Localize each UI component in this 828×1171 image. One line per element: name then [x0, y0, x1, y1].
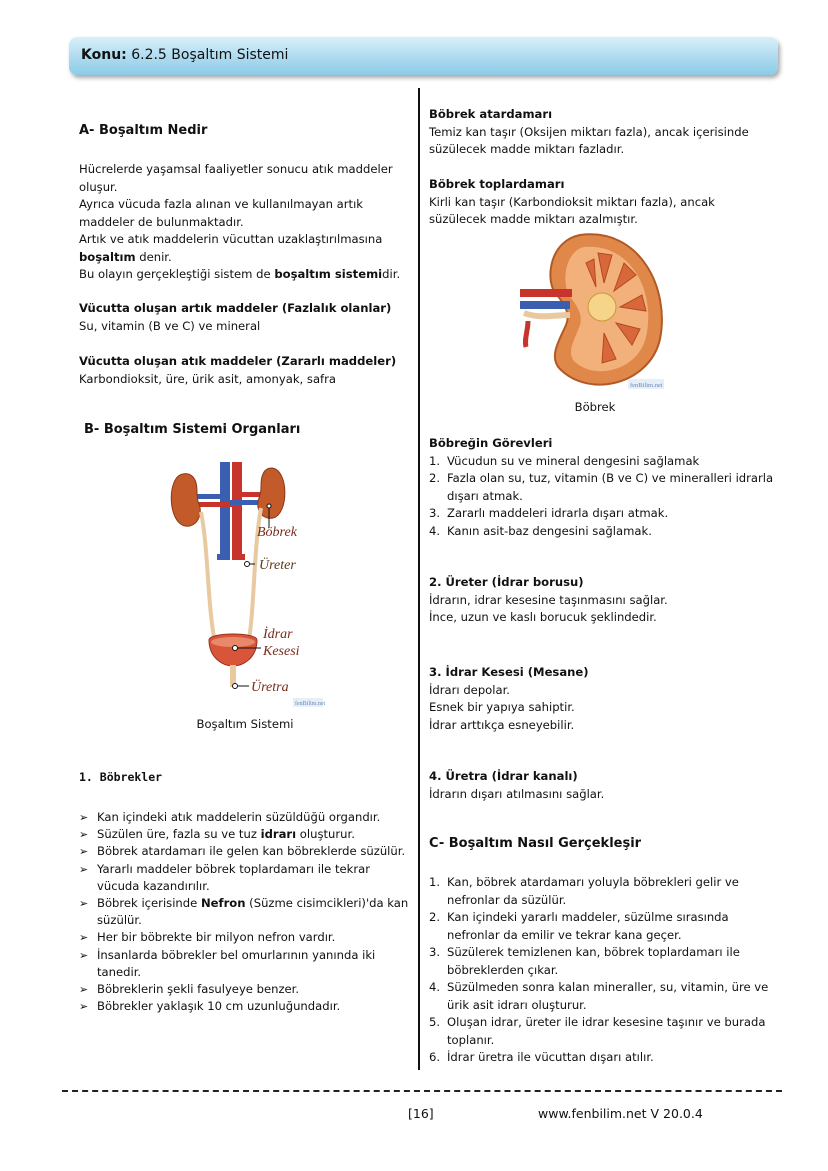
atik-block: Vücutta oluşan atık maddeler (Zararlı ma… — [79, 353, 396, 388]
section-b-heading: B- Boşaltım Sistemi Organları — [84, 422, 301, 437]
kidneys-list: Kan içindeki atık maddelerin süzüldüğü o… — [79, 809, 409, 1016]
label-ureter: Üreter — [259, 556, 296, 573]
kidneys-list-wrap: Kan içindeki atık maddelerin süzüldüğü o… — [79, 809, 409, 1016]
list-item: Böbrekler yaklaşık 10 cm uzunluğundadır. — [79, 998, 409, 1015]
list-item: 3.Süzülerek temizlenen kan, böbrek topla… — [429, 945, 740, 977]
text-line: İnce, uzun ve kaslı borucuk şeklindedir. — [429, 610, 657, 624]
list-item: Kan içindeki atık maddelerin süzüldüğü o… — [79, 809, 409, 826]
steps-block: 1.Kan, böbrek atardamarı yoluyla böbrekl… — [429, 874, 769, 1067]
label-idrar: İdrar — [262, 626, 293, 642]
figure-caption-bosaltim: Boşaltım Sistemi — [196, 717, 294, 731]
footer-url: www.fenbilim.net — [538, 1106, 647, 1121]
topic-header-bar: Konu: 6.2.5 Boşaltım Sistemi — [69, 37, 778, 75]
label-uretra: Üretra — [251, 678, 289, 695]
ureter-heading: 2. Üreter (İdrar borusu) — [429, 575, 584, 589]
paragraph: Artık ve atık maddelerin vücuttan uzakla… — [79, 232, 383, 264]
artik-block: Vücutta oluşan artık maddeler (Fazlalık … — [79, 300, 391, 335]
bladder-block: 3. İdrar Kesesi (Mesane) İdrarı depolar.… — [429, 664, 774, 734]
artery-text: Temiz kan taşır (Oksijen miktarı fazla),… — [429, 124, 749, 157]
footer-site: www.fenbilim.net V 20.0.4 — [538, 1106, 703, 1121]
list-item: Yararlı maddeler böbrek toplardamarı ile… — [79, 861, 409, 895]
urethra-lines: İdrarın dışarı atılmasını sağlar. — [429, 786, 774, 804]
figure-caption-bobrek: Böbrek — [574, 400, 616, 414]
list-item: Her bir böbrekte bir milyon nefron vardı… — [79, 929, 409, 946]
list-item: İnsanlarda böbrekler bel omurlarının yan… — [79, 947, 409, 981]
list-item: 6.İdrar üretra ile vücuttan dışarı atılı… — [429, 1050, 654, 1064]
list-item: Süzülen üre, fazla su ve tuz idrarı oluş… — [79, 826, 409, 843]
urinary-system-illustration: Böbrek Üreter İdrar Kesesi Üretra fenBil… — [170, 462, 325, 707]
list-item: 1.Kan, böbrek atardamarı yoluyla böbrekl… — [429, 875, 739, 907]
topic-label: Konu: — [81, 47, 127, 63]
list-item: 2.Kan içindeki yararlı maddeler, süzülme… — [429, 910, 729, 942]
vein-text: Kirli kan taşır (Karbondioksit miktarı f… — [429, 194, 715, 227]
urethra-block: 4. Üretra (İdrar kanalı) İdrarın dışarı … — [429, 768, 774, 803]
vein-heading: Böbrek toplardamarı — [429, 177, 565, 191]
text-line: İdrarın, idrar kesesine taşınmasını sağl… — [429, 592, 668, 607]
artery-heading: Böbrek atardamarı — [429, 107, 553, 121]
paragraph: Hücrelerde yaşamsal faaliyetler sonucu a… — [79, 162, 393, 194]
vein-block: Böbrek toplardamarı Kirli kan taşır (Kar… — [429, 176, 774, 229]
ureter-block: 2. Üreter (İdrar borusu) İdrarın, idrar … — [429, 574, 774, 627]
atik-text: Karbondioksit, üre, ürik asit, amonyak, … — [79, 371, 337, 386]
kidneys-heading: 1. Böbrekler — [79, 770, 163, 784]
column-divider — [418, 88, 420, 1070]
urethra-heading: 4. Üretra (İdrar kanalı) — [429, 769, 578, 783]
section-c-heading: C- Boşaltım Nasıl Gerçekleşir — [429, 836, 642, 851]
text-line: İdrar arttıkça esneyebilir. — [429, 717, 575, 732]
list-item: Böbreklerin şekli fasulyeye benzer. — [79, 981, 409, 998]
text-line: İdrarı depolar. — [429, 682, 510, 697]
list-item: 4.Süzülmeden sonra kalan mineraller, su,… — [429, 980, 769, 1012]
duties-heading: Böbreğin Görevleri — [429, 436, 553, 450]
footer-divider — [62, 1090, 782, 1092]
list-item: 2.Fazla olan su, tuz, vitamin (B ve C) v… — [429, 471, 774, 503]
bladder-heading: 3. İdrar Kesesi (Mesane) — [429, 665, 589, 679]
topic-title: 6.2.5 Boşaltım Sistemi — [131, 47, 289, 63]
artik-heading: Vücutta oluşan artık maddeler (Fazlalık … — [79, 301, 392, 315]
section-a-body: Hücrelerde yaşamsal faaliyetler sonucu a… — [79, 161, 404, 284]
artery-block: Böbrek atardamarı Temiz kan taşır (Oksij… — [429, 106, 774, 159]
kidney-cross-section-illustration: fenBilim.net — [520, 233, 664, 389]
duties-list: 1.Vücudun su ve mineral dengesini sağlam… — [429, 453, 774, 541]
list-item: 3.Zararlı maddeleri idrarla dışarı atmak… — [429, 506, 669, 520]
duties-block: Böbreğin Görevleri 1.Vücudun su ve miner… — [429, 435, 774, 540]
steps-list: 1.Kan, böbrek atardamarı yoluyla böbrekl… — [429, 874, 769, 1067]
kidney-watermark: fenBilim.net — [630, 382, 663, 389]
atik-heading: Vücutta oluşan atık maddeler (Zararlı ma… — [79, 354, 397, 368]
paragraph: Bu olayın gerçekleştiği sistem de boşalt… — [79, 267, 401, 281]
list-item: 5.Oluşan idrar, üreter ile idrar kesesin… — [429, 1015, 766, 1047]
section-a-heading: A- Boşaltım Nedir — [79, 123, 208, 138]
label-bobrek: Böbrek — [257, 525, 298, 540]
list-item: Böbrek içerisinde Nefron (Süzme cisimcik… — [79, 895, 409, 929]
paragraph: Ayrıca vücuda fazla alınan ve kullanılma… — [79, 197, 364, 229]
ureter-lines: İdrarın, idrar kesesine taşınmasını sağl… — [429, 592, 774, 627]
text-line: Esnek bir yapıya sahiptir. — [429, 700, 575, 714]
label-kesesi: Kesesi — [262, 644, 300, 659]
bladder-lines: İdrarı depolar. Esnek bir yapıya sahiptir… — [429, 682, 774, 735]
list-item: 1.Vücudun su ve mineral dengesini sağlam… — [429, 453, 700, 468]
artik-text: Su, vitamin (B ve C) ve mineral — [79, 318, 261, 333]
watermark: fenBilim.net — [295, 700, 325, 707]
page-number: [16] — [408, 1106, 434, 1121]
footer-version: V 20.0.4 — [650, 1106, 703, 1121]
text-line: İdrarın dışarı atılmasını sağlar. — [429, 786, 605, 801]
list-item: 4.Kanın asit-baz dengesini sağlamak. — [429, 523, 652, 538]
list-item: Böbrek atardamarı ile gelen kan böbrekle… — [79, 843, 409, 860]
